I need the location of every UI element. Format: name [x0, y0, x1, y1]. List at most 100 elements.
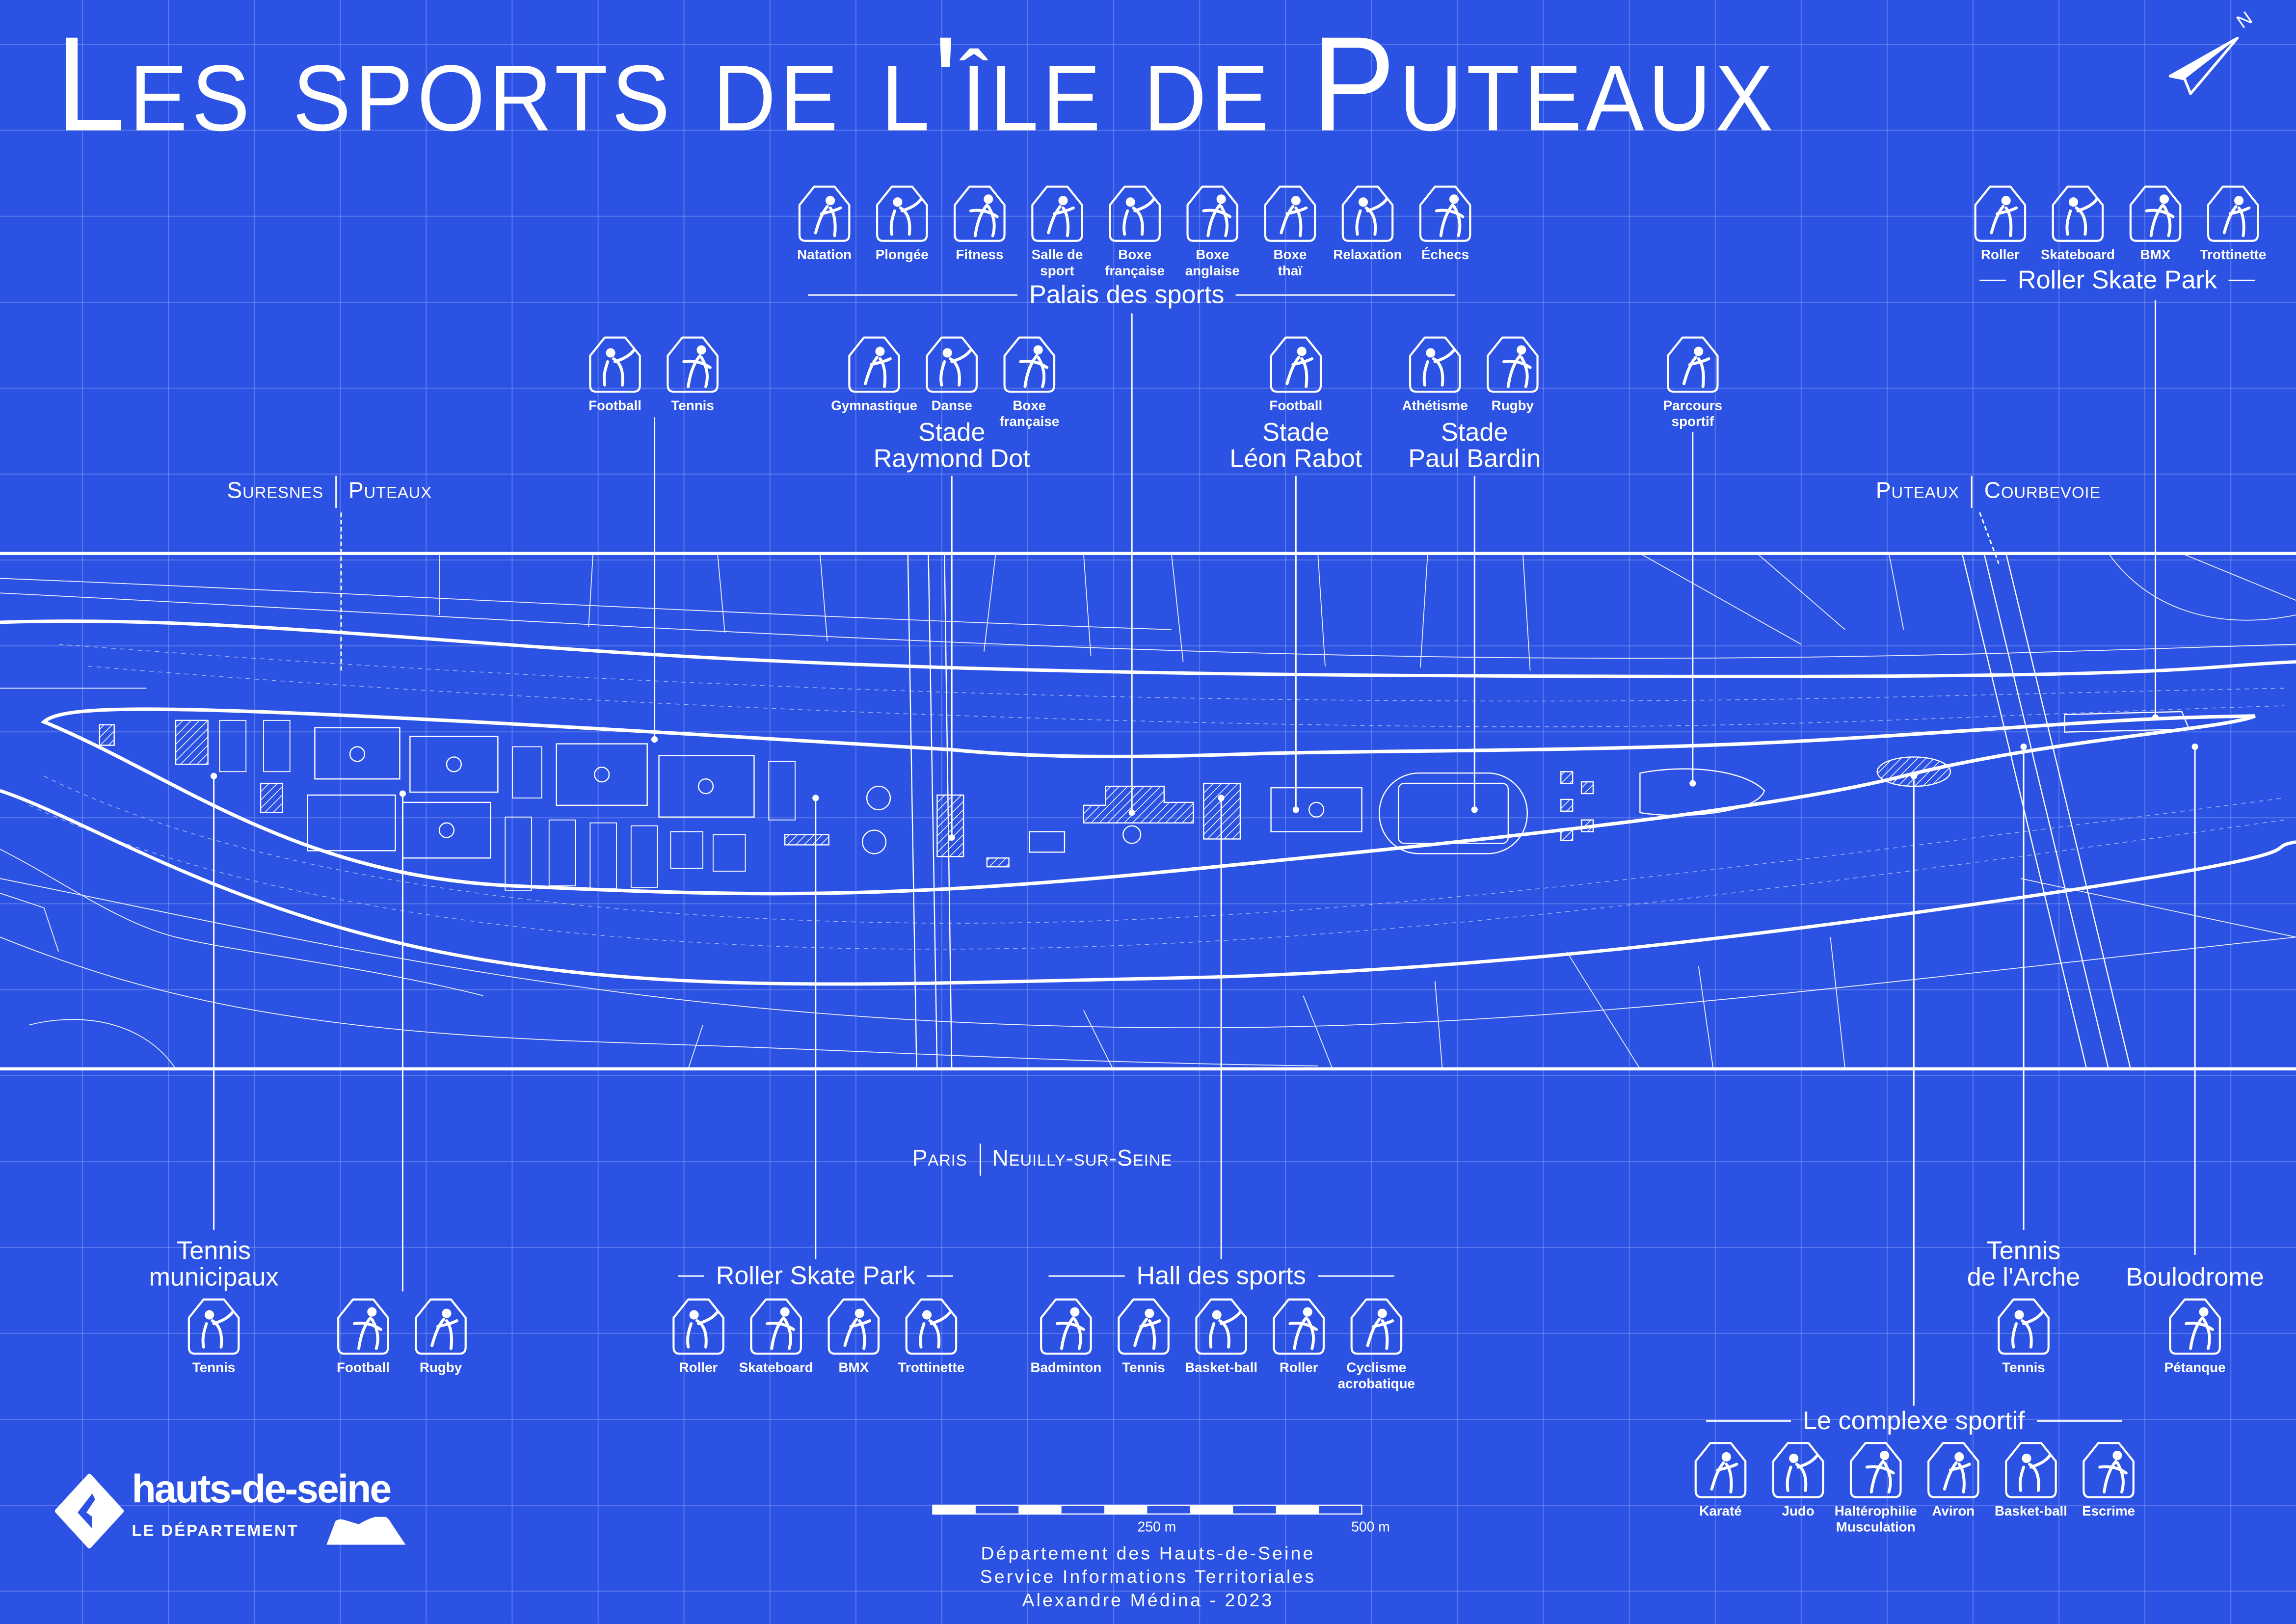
skateboard-icon [2049, 185, 2107, 243]
tennis-icon [1994, 1297, 2053, 1356]
boundary-divider [979, 1144, 981, 1176]
sport-label: Natation [797, 247, 852, 263]
sport-label: Basket-ball [1994, 1503, 2067, 1518]
sport-item: Fitness [941, 185, 1018, 278]
boulodrome-label: Boulodrome [2126, 1262, 2264, 1292]
basketball-icon [2002, 1441, 2060, 1499]
roller-icon [1270, 1297, 1328, 1356]
sport-label: Rugby [419, 1360, 462, 1375]
buildings [99, 719, 1951, 868]
logo-hills-icon [326, 1517, 406, 1545]
sport-item: Natation [786, 185, 863, 278]
sport-item: Tennis [175, 1297, 253, 1376]
weightlifting-icon [1846, 1441, 1905, 1499]
sport-label: Parcours sportif [1663, 398, 1722, 428]
sport-label: Pétanque [2164, 1360, 2226, 1375]
acrobatic-cycling-icon [1347, 1297, 1406, 1356]
venue-name: Roller Skate Park [2017, 265, 2217, 294]
credits: Département des Hauts-de-Seine Service I… [980, 1542, 1316, 1612]
gym-icon [1028, 185, 1086, 243]
football-rugby-icons: Football Rugby [324, 1297, 480, 1376]
commune-label: Suresnes [227, 479, 324, 504]
sport-label: Haltérophilie Musculation [1834, 1503, 1917, 1534]
credit-line: Département des Hauts-de-Seine [981, 1543, 1315, 1564]
sport-label: Roller [1279, 1360, 1318, 1375]
divider [1979, 279, 2006, 282]
bmx-icon [825, 1297, 883, 1356]
commune-label: Puteaux [1875, 479, 1959, 504]
tennis-de-l-arche-label: Tennis de l'Arche [1967, 1235, 2081, 1292]
judo-icon [1769, 1441, 1827, 1499]
palais-des-sports-heading: Palais des sports [808, 280, 1456, 311]
boundary-divider [1971, 476, 1973, 508]
sport-label: Échecs [1421, 247, 1469, 263]
sport-label: Tennis [2002, 1360, 2045, 1375]
commune-label: Paris [912, 1146, 967, 1171]
skateboard-icon [747, 1297, 805, 1356]
fitness-trail-icon [1663, 335, 1722, 394]
sport-item: Football [576, 335, 654, 414]
dance-icon [923, 335, 981, 394]
venue-name: Roller Skate Park [716, 1260, 915, 1290]
page-title: Les sports de l'île de Puteaux [55, 10, 1778, 160]
sport-item: Trottinette [2194, 185, 2272, 263]
streets [0, 553, 2296, 1069]
savate-icon [1105, 185, 1164, 243]
sport-item: Parcours sportif [1654, 335, 1732, 429]
rowing-icon [1924, 1441, 1982, 1499]
sport-label: Athétisme [1402, 398, 1468, 413]
scooter-icon [2204, 185, 2262, 243]
sport-label: BMX [838, 1360, 869, 1375]
sport-item: Cyclisme acrobatique [1337, 1297, 1415, 1391]
sport-item: Badminton [1027, 1297, 1105, 1391]
sport-label: Basket-ball [1185, 1360, 1258, 1375]
sport-label: Escrime [2082, 1503, 2136, 1518]
tennis-icon [663, 335, 721, 394]
sport-item: Roller [1961, 185, 2039, 263]
athletics-icon [1406, 335, 1464, 394]
sport-label: Boxe thaï [1273, 247, 1307, 278]
diving-icon [873, 185, 931, 243]
tennis-municipaux-icons: Tennis [175, 1297, 253, 1376]
bmx-icon [2126, 185, 2185, 243]
parcours-sportif-icons: Parcours sportif [1654, 335, 1732, 429]
sport-item: Salle de sport [1018, 185, 1096, 278]
leader-lines [213, 300, 2196, 1406]
divider [1048, 1275, 1125, 1278]
sport-item: Basket-ball [1992, 1441, 2070, 1535]
divider [678, 1275, 704, 1278]
sport-label: Judo [1782, 1503, 1815, 1518]
sport-item: Haltérophilie Musculation [1834, 1441, 1917, 1535]
sport-item: Aviron [1915, 1441, 1992, 1535]
boulodrome-icons: Pétanque [2156, 1297, 2234, 1376]
sport-label: Tennis [1122, 1360, 1165, 1375]
sport-label: Tennis [192, 1360, 236, 1375]
sport-item: Boxe thaï [1251, 185, 1329, 278]
gymnastics-icon [845, 335, 903, 394]
sports-fields [307, 727, 1528, 859]
scale-label-250: 250 m [1137, 1519, 1176, 1536]
sport-item: Boxe française [1096, 185, 1174, 278]
sport-item: Relaxation [1329, 185, 1406, 278]
sport-label: Football [336, 1360, 390, 1375]
credit-line: Service Informations Territoriales [980, 1567, 1316, 1588]
sport-item: Boxe anglaise [1174, 185, 1251, 278]
karate-icon [1691, 1441, 1750, 1499]
divider [1706, 1420, 1791, 1422]
football-icon [586, 335, 644, 394]
sport-item: Boxe française [990, 335, 1068, 429]
sport-label: Karaté [1699, 1503, 1742, 1518]
football-icon [334, 1297, 392, 1356]
tennis-municipaux-label: Tennis municipaux [149, 1235, 279, 1292]
roller-icon [669, 1297, 727, 1356]
venue-name: Le complexe sportif [1802, 1406, 2025, 1435]
sport-item: Danse [913, 335, 990, 429]
sport-item: Roller [1260, 1297, 1337, 1391]
sport-label: Boxe anglaise [1185, 247, 1240, 278]
